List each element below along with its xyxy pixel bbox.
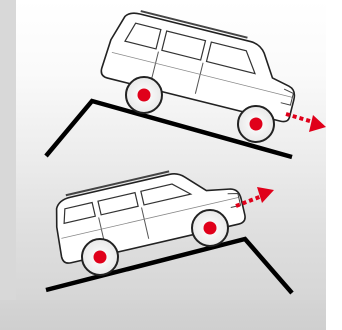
- top-direction-arrow-icon: [286, 114, 326, 132]
- bottom-front-wheel-icon: [192, 210, 228, 246]
- bottom-rear-wheel-icon: [82, 239, 118, 275]
- top-rear-wheel-icon: [126, 77, 162, 113]
- top-scene: [46, 5, 326, 157]
- top-front-wheel-icon: [238, 106, 274, 142]
- bottom-scene: [46, 157, 292, 293]
